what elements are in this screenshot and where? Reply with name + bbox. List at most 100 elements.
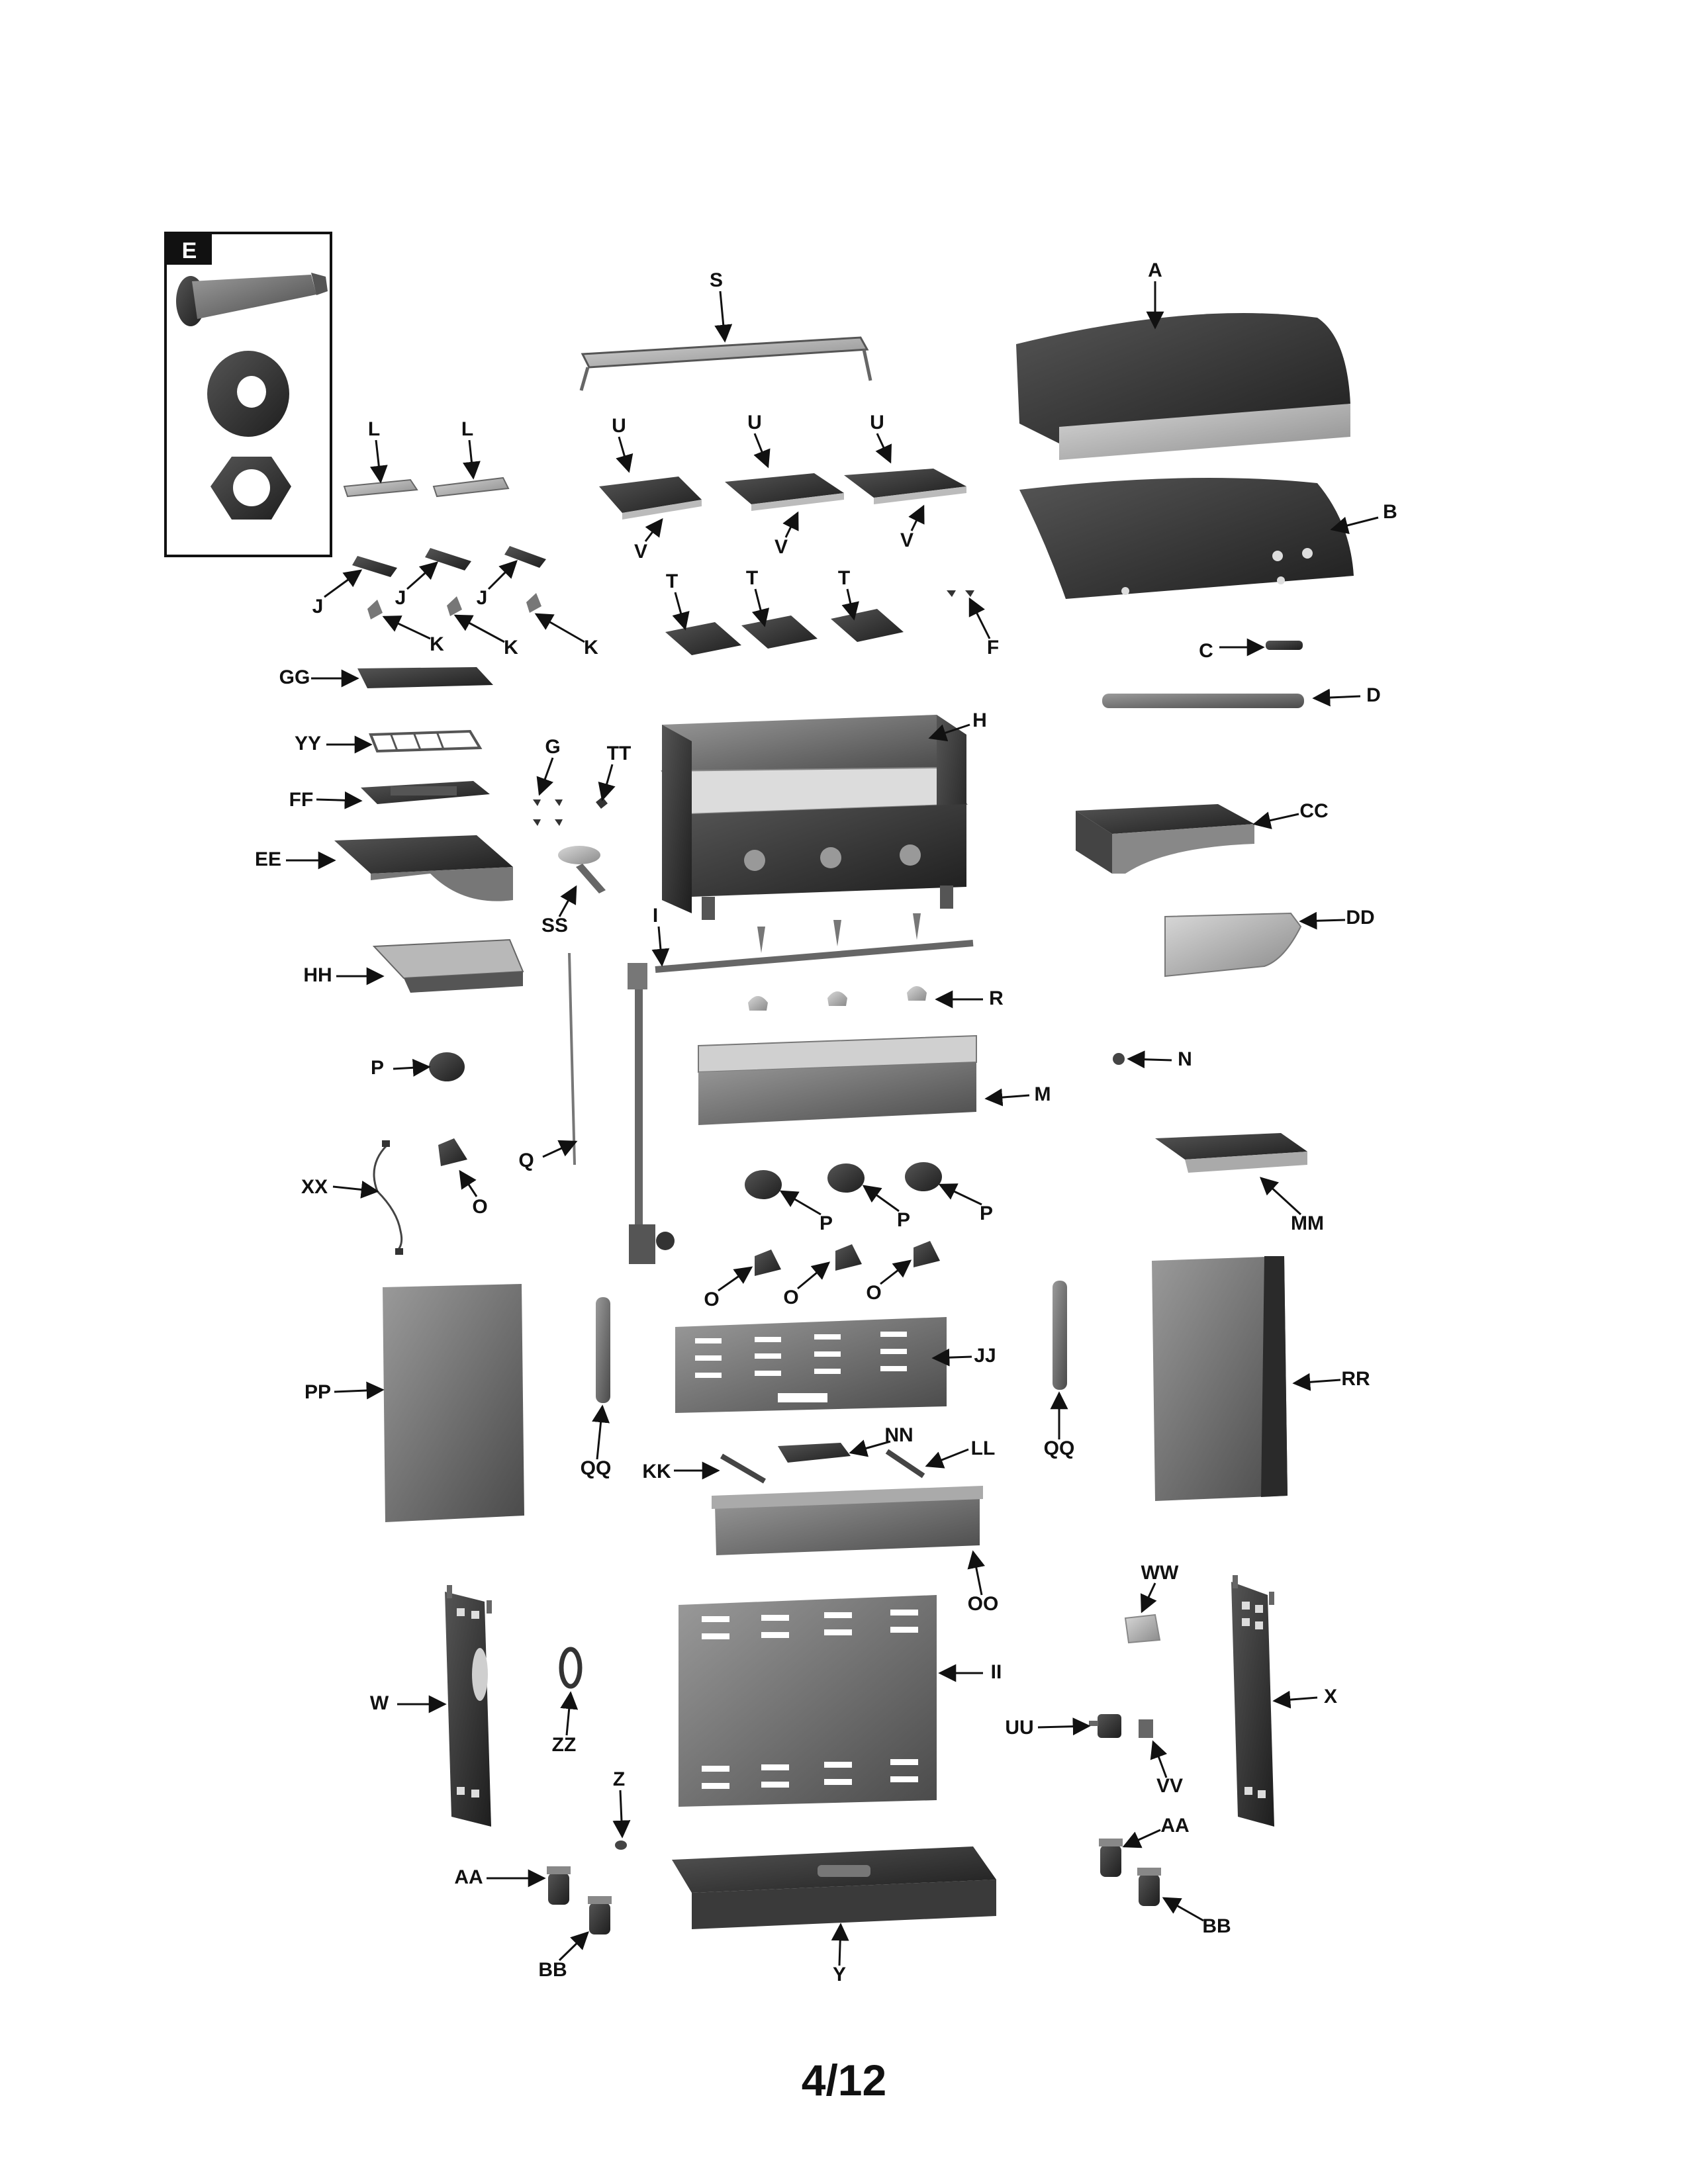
callout-label-cc: CC (1299, 800, 1328, 822)
callout-label-qq: QQ (581, 1457, 612, 1479)
callout-bb: BB (1162, 1897, 1231, 1937)
callout-ll: LL (925, 1437, 995, 1469)
callout-label-s: S (710, 269, 723, 291)
callout-ww: WW (1141, 1562, 1179, 1614)
callout-ii: II (938, 1661, 1002, 1683)
firebox-h (661, 715, 968, 920)
callout-label-ee: EE (255, 848, 281, 870)
callout-arrow (968, 597, 991, 639)
callout-label-a: A (1148, 259, 1162, 281)
callout-arrow (592, 1404, 610, 1460)
callout-arrow (382, 615, 431, 640)
callout-label-t: T (746, 567, 758, 589)
callout-label-ff: FF (289, 789, 314, 811)
callout-label-x: X (1324, 1686, 1337, 1707)
callout-label-ss: SS (541, 915, 568, 936)
callout-arrow (324, 569, 363, 598)
callout-b: B (1330, 501, 1397, 535)
callout-arrow (931, 1348, 972, 1367)
callout-arrow (534, 613, 585, 643)
callout-r: R (935, 987, 1004, 1009)
callout-g: G (536, 736, 561, 796)
callout-label-q: Q (518, 1150, 534, 1171)
side-burner-ss (558, 846, 606, 893)
washer-icon (207, 351, 289, 437)
callout-label-v: V (634, 541, 647, 563)
callout-arrow (463, 439, 481, 480)
callout-arrow (1252, 811, 1299, 829)
callout-label-dd: DD (1346, 907, 1374, 929)
callout-label-o: O (783, 1287, 798, 1308)
callout-arrow (406, 561, 439, 590)
callout-arrow (1141, 1582, 1157, 1614)
callout-arrow (558, 1931, 589, 1962)
side-burner-grate-gg (357, 667, 493, 688)
tray-frame-oo (712, 1486, 983, 1555)
door-rr (1152, 1256, 1288, 1501)
callout-arrow (459, 1169, 478, 1197)
callout-zz: ZZ (552, 1691, 579, 1756)
callout-label-yy: YY (295, 733, 321, 754)
callout-arrow (928, 723, 970, 742)
callout-p: P (371, 1057, 431, 1079)
back-panel-ii (679, 1595, 937, 1807)
grease-tray-nn (778, 1443, 851, 1463)
callout-t: T (666, 570, 690, 631)
callout-arrow (542, 1140, 578, 1158)
control-panel-m (698, 1034, 977, 1125)
callout-d: D (1312, 684, 1381, 707)
callout-arrow (849, 1439, 891, 1457)
callout-arrow (831, 1923, 849, 1966)
callout-label-n: N (1178, 1048, 1192, 1070)
callout-xx: XX (301, 1176, 379, 1199)
callout-arrow (967, 1550, 986, 1596)
callout-o: O (783, 1261, 831, 1308)
callout-label-f: F (987, 637, 999, 659)
callout-arrow (1260, 1177, 1302, 1216)
screw-z (615, 1841, 627, 1850)
igniter-wire-xx (373, 1140, 403, 1255)
callout-l: L (461, 418, 481, 480)
callout-label-b: B (1383, 501, 1397, 523)
knobs-o (755, 1241, 940, 1276)
callout-label-aa: AA (1160, 1815, 1189, 1837)
callout-label-j: J (395, 587, 406, 609)
callout-arrow (925, 1448, 969, 1469)
callout-arrow (334, 1381, 385, 1400)
callout-label-oo: OO (968, 1593, 999, 1615)
callout-label-v: V (774, 536, 788, 558)
callout-yy: YY (295, 733, 373, 754)
callout-k: K (382, 615, 444, 655)
callout-x: X (1272, 1686, 1337, 1709)
callout-arrow (718, 1266, 753, 1292)
callout-arrow (782, 511, 799, 538)
callout-arrow (644, 518, 663, 542)
rail-ll (885, 1449, 925, 1479)
callout-label-c: C (1199, 640, 1213, 662)
callout-o: O (459, 1169, 488, 1218)
callout-label-l: L (461, 418, 473, 440)
callout-f: F (968, 597, 999, 659)
callout-label-t: T (666, 570, 678, 592)
callout-arrow (487, 560, 518, 590)
callout-label-j: J (477, 587, 488, 609)
callout-i: I (651, 905, 670, 967)
callout-v: V (774, 511, 799, 558)
casters-aa-right (1099, 1839, 1123, 1877)
side-panel-w (445, 1585, 492, 1827)
bezel-p-side (429, 1052, 465, 1081)
callout-t: T (838, 567, 859, 621)
callout-h: H (928, 709, 987, 742)
side-burner-tray-ff (361, 781, 490, 804)
callout-arrow (1330, 516, 1379, 535)
callout-u: U (747, 412, 771, 469)
callout-arrow (984, 1088, 1030, 1107)
bottom-shelf-y (672, 1846, 996, 1929)
callout-qq: QQ (1044, 1391, 1074, 1459)
callout-p: P (938, 1183, 993, 1224)
callout-p: P (779, 1190, 833, 1234)
callout-label-o: O (704, 1289, 719, 1310)
callout-cc: CC (1252, 800, 1329, 829)
callout-m: M (984, 1083, 1051, 1107)
side-burner-cover-hh (372, 938, 524, 993)
